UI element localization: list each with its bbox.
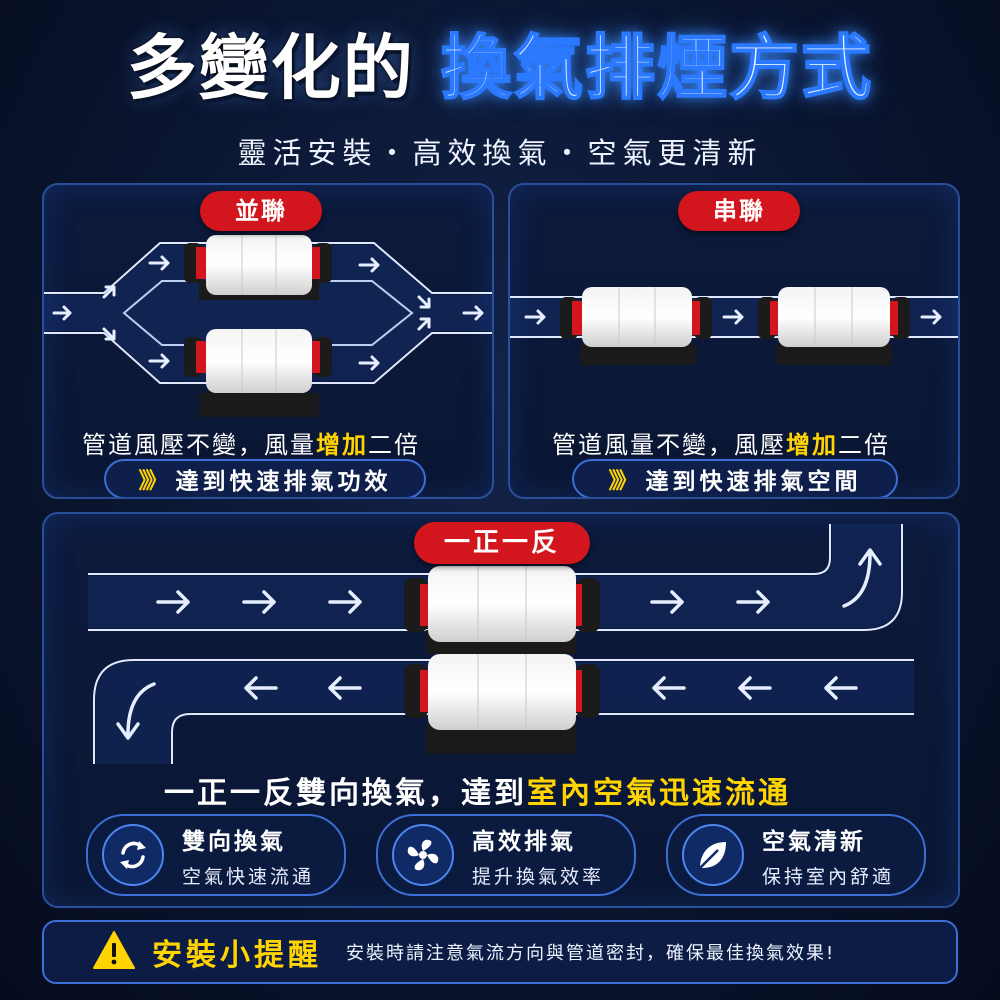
tip-title: 安裝小提醒 (152, 938, 322, 973)
feature-title: 空氣清新 (762, 828, 866, 855)
feature-desc: 提升換氣效率 (472, 865, 605, 888)
series-badge: 串聯 (678, 191, 800, 231)
parallel-effect-pill: 》》 達到快速排氣功效 (104, 459, 426, 497)
install-tip-bar: 安裝小提醒 安裝時請注意氣流方向與管道密封，確保最佳換氣效果! (42, 920, 958, 984)
reverse-panel: 一正一反 一正一反雙向換氣，達到室內空氣迅速流通 雙向換氣 空氣快速流通 高效排… (42, 512, 960, 908)
feature-desc: 保持室內舒適 (762, 865, 895, 888)
series-fan-1 (560, 287, 712, 365)
warning-icon (92, 930, 136, 974)
refresh-icon (102, 824, 164, 886)
reverse-summary: 一正一反雙向換氣，達到室內空氣迅速流通 (164, 776, 791, 811)
page-subtitle: 靈活安裝・高效換氣・空氣更清新 (237, 136, 763, 170)
series-effect-pill: 》》 達到快速排氣空間 (572, 459, 898, 497)
reverse-fan-bottom (404, 654, 600, 754)
series-duct-diagram (510, 287, 958, 365)
feature-title: 高效排氣 (472, 828, 576, 855)
reverse-fan-top (404, 566, 600, 654)
parallel-note: 管道風壓不變，風量增加二倍 (82, 431, 420, 459)
reverse-duct-diagram (88, 524, 914, 764)
chevrons-icon: 》》 (138, 469, 167, 494)
parallel-duct-diagram (44, 235, 492, 417)
title-blue: 換氣排煙方式 (440, 26, 874, 110)
duct-fan-top (184, 235, 332, 300)
page-title: 多變化的 換氣排煙方式 (0, 12, 1000, 113)
series-fan-2 (758, 287, 910, 365)
feature-desc: 空氣快速流通 (182, 865, 315, 888)
feature-title: 雙向換氣 (182, 828, 286, 855)
parallel-badge: 並聯 (200, 191, 322, 231)
chevrons-icon: 》》 (608, 469, 637, 494)
series-note: 管道風量不變，風壓增加二倍 (552, 431, 890, 459)
feature-efficient-exhaust: 高效排氣 提升換氣效率 (376, 814, 636, 896)
fan-icon (392, 824, 454, 886)
reverse-badge: 一正一反 (414, 522, 590, 564)
title-white: 多變化的 (126, 27, 415, 109)
tip-text: 安裝時請注意氣流方向與管道密封，確保最佳換氣效果! (346, 943, 836, 964)
parallel-panel: 並聯 管道風壓不變，風量增加二倍 》》 達到快速排氣功效 (42, 183, 494, 499)
series-panel: 串聯 管道風量不變，風壓增加二倍 》》 達到快速排氣空間 (508, 183, 960, 499)
leaf-icon (682, 824, 744, 886)
feature-fresh-air: 空氣清新 保持室內舒適 (666, 814, 926, 896)
feature-bidirectional: 雙向換氣 空氣快速流通 (86, 814, 346, 896)
duct-fan-bottom (184, 329, 332, 417)
